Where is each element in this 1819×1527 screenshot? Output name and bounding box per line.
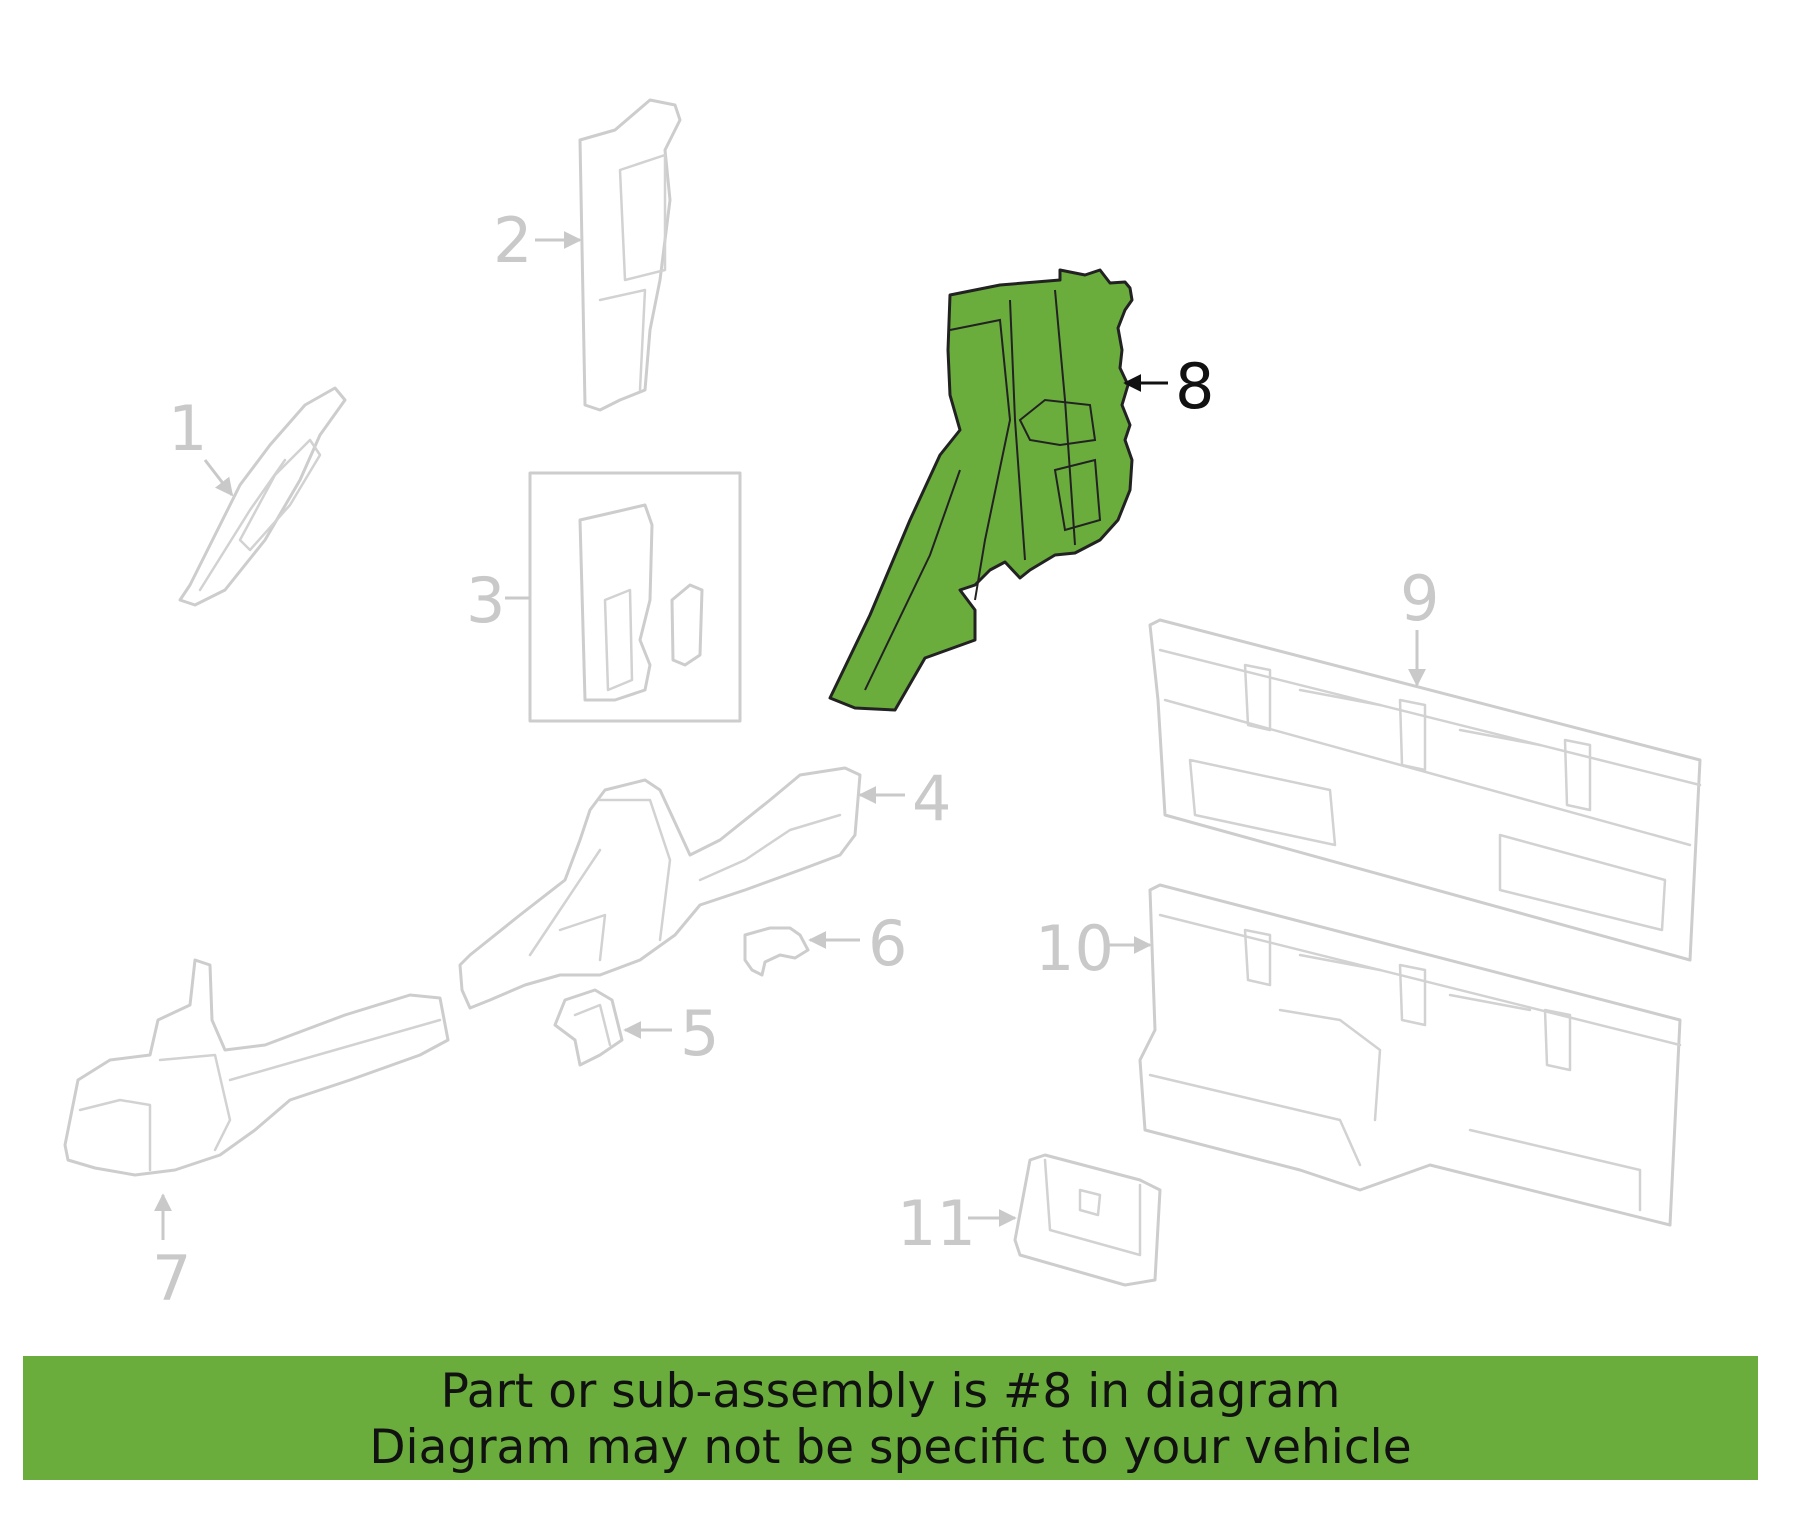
callout-label-11: 11 — [897, 1187, 976, 1260]
banner-line-2: Diagram may not be specific to your vehi… — [369, 1420, 1412, 1475]
callout-label-7: 7 — [152, 1242, 191, 1315]
callout-label-2: 2 — [493, 204, 532, 277]
part-6[interactable] — [743, 926, 810, 977]
callout-9: 9 — [1400, 562, 1439, 687]
callout-7: 7 — [152, 1193, 191, 1315]
banner-line-1: Part or sub-assembly is #8 in diagram — [440, 1364, 1341, 1419]
diagram-note-banner: Part or sub-assembly is #8 in diagram Di… — [23, 1356, 1758, 1480]
callout-label-10: 10 — [1035, 912, 1114, 985]
part-11[interactable] — [1013, 1153, 1162, 1287]
part-5[interactable] — [553, 988, 624, 1067]
callout-4: 4 — [858, 762, 951, 835]
part-4[interactable] — [458, 766, 862, 1010]
callout-11: 11 — [897, 1187, 1017, 1260]
callout-label-1: 1 — [168, 392, 207, 465]
part-8[interactable] — [828, 268, 1134, 712]
callout-10: 10 — [1035, 912, 1152, 985]
callout-label-6: 6 — [868, 907, 907, 980]
part-9[interactable] — [1148, 618, 1702, 962]
callout-label-3: 3 — [466, 564, 505, 637]
callout-label-8: 8 — [1175, 350, 1214, 423]
callout-3: 3 — [466, 564, 530, 637]
callout-1: 1 — [168, 392, 234, 497]
part-2[interactable] — [578, 98, 682, 412]
callout-label-5: 5 — [680, 997, 719, 1070]
callout-5: 5 — [623, 997, 719, 1070]
callout-label-9: 9 — [1400, 562, 1439, 635]
callout-8: 8 — [1123, 350, 1214, 423]
part-7[interactable] — [63, 958, 450, 1177]
part-1[interactable] — [178, 386, 347, 607]
callout-6: 6 — [808, 907, 907, 980]
part-10[interactable] — [1138, 883, 1682, 1227]
callout-2: 2 — [493, 204, 582, 277]
callout-label-4: 4 — [912, 762, 951, 835]
part-3[interactable] — [528, 471, 742, 723]
